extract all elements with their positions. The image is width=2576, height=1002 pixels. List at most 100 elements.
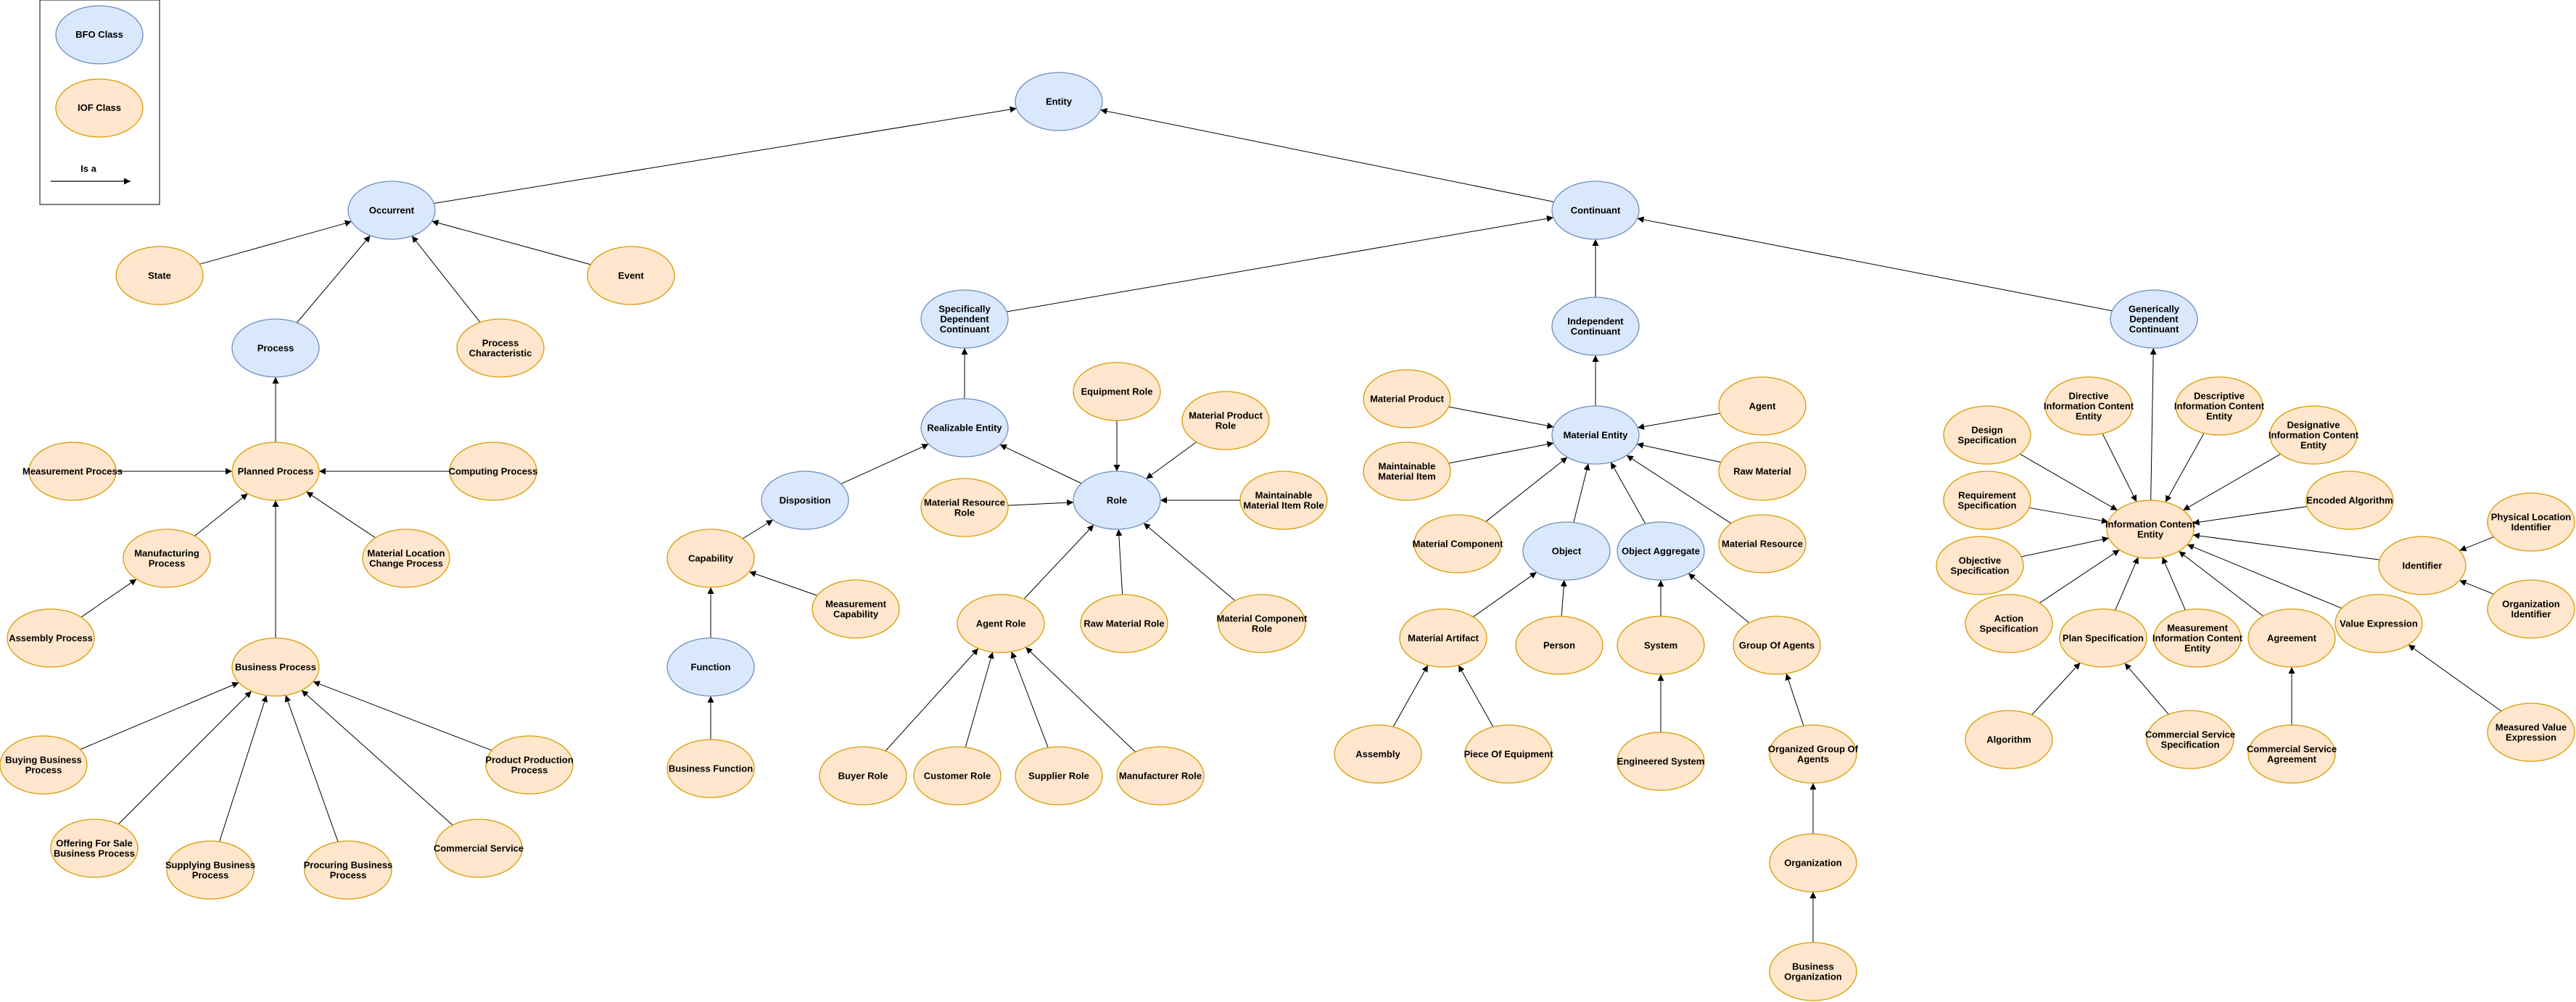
- node-process[interactable]: Process: [231, 318, 320, 378]
- node-entity[interactable]: Entity: [1015, 72, 1103, 131]
- isa-edge-role-to-realizable-entity: [999, 444, 1082, 484]
- node-business-function[interactable]: Business Function: [666, 739, 755, 798]
- node-computing-process[interactable]: Computing Process: [449, 442, 538, 501]
- node-manufacturer-role[interactable]: Manufacturer Role: [1116, 746, 1205, 806]
- isa-edge-measurement-capability-to-capability: [748, 571, 818, 596]
- node-system[interactable]: System: [1617, 616, 1705, 675]
- node-equipment-role[interactable]: Equipment Role: [1073, 362, 1161, 421]
- node-customer-role[interactable]: Customer Role: [913, 746, 1002, 806]
- node-material-entity[interactable]: Material Entity: [1551, 405, 1640, 465]
- node-label-raw-material: Raw Material: [1733, 466, 1791, 477]
- node-label-assembly-process: Assembly Process: [9, 633, 93, 644]
- node-agreement[interactable]: Agreement: [2247, 608, 2336, 668]
- node-function[interactable]: Function: [666, 637, 755, 697]
- node-business-process[interactable]: Business Process: [231, 637, 320, 697]
- isa-edge-agent-to-material-entity: [1637, 413, 1721, 430]
- node-capability[interactable]: Capability: [666, 529, 755, 588]
- node-person[interactable]: Person: [1515, 616, 1603, 675]
- node-value-expression[interactable]: Value Expression: [2334, 594, 2423, 653]
- node-organization[interactable]: Organization: [1769, 833, 1857, 893]
- node-planned-process[interactable]: Planned Process: [231, 442, 320, 501]
- node-ellipse-organization: [1769, 833, 1857, 893]
- node-plan-specification[interactable]: Plan Specification: [2059, 608, 2147, 668]
- node-event[interactable]: Event: [587, 246, 675, 305]
- node-assembly-process[interactable]: Assembly Process: [7, 608, 95, 668]
- node-ellipse-piece-of-equipment: [1464, 724, 1553, 784]
- node-label-agreement: Agreement: [2267, 633, 2317, 644]
- node-ellipse-designative-ice: [2269, 405, 2358, 465]
- node-object[interactable]: Object: [1522, 521, 1611, 581]
- node-material-component[interactable]: Material Component: [1413, 514, 1504, 574]
- node-ellipse-raw-material: [1718, 442, 1807, 501]
- node-buyer-role[interactable]: Buyer Role: [819, 746, 907, 806]
- node-realizable-entity[interactable]: Realizable Entity: [920, 398, 1009, 457]
- node-state[interactable]: State: [115, 246, 204, 305]
- node-object-aggregate[interactable]: Object Aggregate: [1617, 521, 1705, 581]
- node-agent[interactable]: Agent: [1718, 376, 1807, 436]
- node-raw-material-role[interactable]: Raw Material Role: [1080, 594, 1168, 653]
- node-commercial-service[interactable]: Commercial Service: [434, 819, 524, 878]
- node-occurrent[interactable]: Occurrent: [347, 181, 436, 240]
- node-agent-role[interactable]: Agent Role: [957, 594, 1045, 653]
- node-identifier[interactable]: Identifier: [2378, 536, 2466, 595]
- node-ellipse-value-expression: [2334, 594, 2423, 653]
- node-material-resource[interactable]: Material Resource: [1718, 514, 1807, 574]
- node-raw-material[interactable]: Raw Material: [1718, 442, 1807, 501]
- node-ellipse-commercial-service-agreement: [2247, 724, 2336, 784]
- node-continuant[interactable]: Continuant: [1551, 181, 1640, 240]
- isa-edge-directive-ice-to-information-content-entity: [2102, 433, 2137, 502]
- node-encoded-algorithm[interactable]: Encoded Algorithm: [2305, 471, 2394, 530]
- node-supplier-role[interactable]: Supplier Role: [1015, 746, 1103, 806]
- node-engineered-system[interactable]: Engineered System: [1617, 732, 1705, 791]
- node-group-of-agents[interactable]: Group Of Agents: [1733, 616, 1821, 675]
- node-label-capability: Capability: [688, 553, 734, 564]
- node-measurement-process[interactable]: Measurement Process: [22, 442, 123, 501]
- node-material-artifact[interactable]: Material Artifact: [1399, 608, 1487, 668]
- node-ellipse-organized-group-of-agents: [1769, 724, 1857, 784]
- node-label-material-entity: Material Entity: [1564, 430, 1629, 441]
- node-assembly[interactable]: Assembly: [1334, 724, 1422, 784]
- isa-edge-material-location-change-process-to-planned-process: [306, 491, 376, 539]
- node-role[interactable]: Role: [1073, 471, 1161, 530]
- node-material-product[interactable]: Material Product: [1363, 369, 1451, 428]
- node-algorithm[interactable]: Algorithm: [1965, 710, 2053, 769]
- node-piece-of-equipment[interactable]: Piece Of Equipment: [1464, 724, 1553, 784]
- node-disposition[interactable]: Disposition: [761, 471, 849, 530]
